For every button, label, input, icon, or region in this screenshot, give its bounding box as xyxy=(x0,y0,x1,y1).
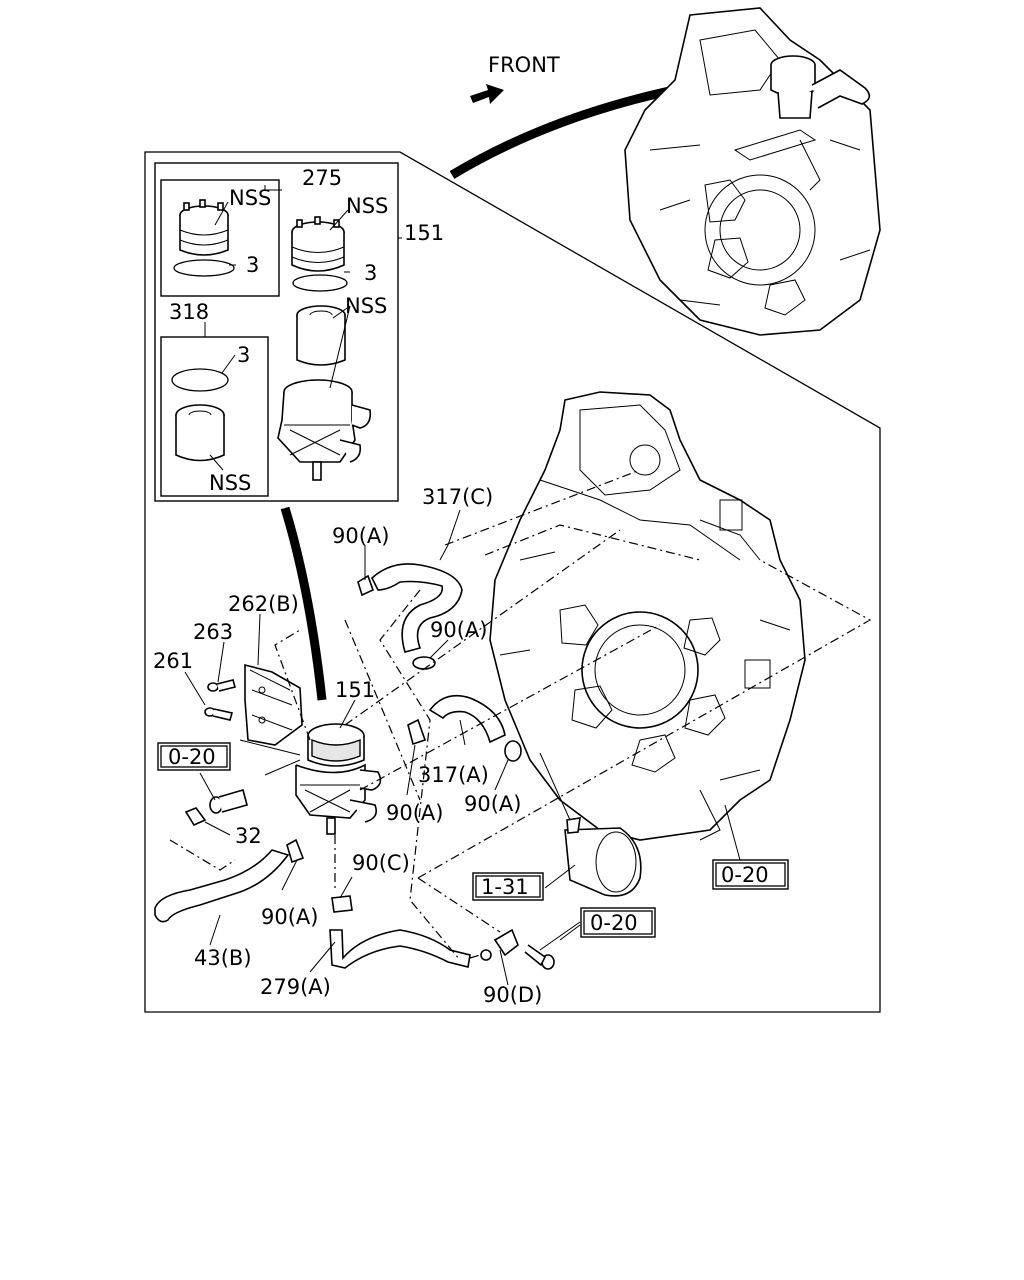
label-151-inset: 151 xyxy=(404,221,444,245)
bolt-261 xyxy=(204,707,234,721)
label-90a-5: 90(A) xyxy=(261,905,318,929)
label-261: 261 xyxy=(153,649,193,673)
label-nss-4: NSS xyxy=(209,471,251,495)
label-nss-1: NSS xyxy=(229,186,271,210)
dash-lines xyxy=(169,469,872,961)
ref-0-20-right-text: 0-20 xyxy=(721,863,769,887)
main-labels: 317(C) 90(A) 90(A) 262(B) 263 261 151 31… xyxy=(153,485,542,1007)
clamp-90a xyxy=(286,574,522,864)
label-279a: 279(A) xyxy=(260,975,331,999)
detail-frame xyxy=(144,151,881,1013)
hose-317a xyxy=(428,694,506,744)
filter-element-right xyxy=(296,305,346,366)
oring-left xyxy=(173,259,235,277)
ref-1-31: 1-31 xyxy=(472,872,544,901)
label-90a-2: 90(A) xyxy=(430,618,487,642)
label-oring-1: 3 xyxy=(246,253,259,277)
separator-body-inset xyxy=(277,379,372,481)
filter-element-318 xyxy=(175,404,225,462)
label-43b: 43(B) xyxy=(194,946,252,970)
clamp-90d xyxy=(480,928,555,970)
label-317c: 317(C) xyxy=(422,485,493,509)
oring-318 xyxy=(171,368,229,392)
engine-housing-large xyxy=(484,391,806,841)
label-90d: 90(D) xyxy=(483,983,542,1007)
label-318: 318 xyxy=(169,300,209,324)
front-label: FRONT xyxy=(488,53,560,77)
ref-1-31-text: 1-31 xyxy=(481,875,529,899)
label-nss-3: NSS xyxy=(345,294,387,318)
filter-cap-left xyxy=(179,199,229,256)
ref-0-20-left: 0-20 xyxy=(157,742,231,771)
label-90a-1: 90(A) xyxy=(332,524,389,548)
cover-1-31 xyxy=(564,817,642,897)
bolt-263 xyxy=(207,679,236,692)
leader xyxy=(204,185,402,337)
label-90a-4: 90(A) xyxy=(464,792,521,816)
filter-cap-right xyxy=(291,216,345,272)
hose-43b xyxy=(154,849,290,923)
leader xyxy=(209,201,351,471)
view-leader-inset xyxy=(280,506,327,701)
ref-0-20-left-text: 0-20 xyxy=(168,745,216,769)
engine-housing-small xyxy=(624,7,881,336)
ref-0-20-bottom: 0-20 xyxy=(580,907,656,938)
label-32: 32 xyxy=(235,824,262,848)
hose-279a xyxy=(329,929,471,969)
inset-labels: 275 NSS NSS 3 3 151 NSS 318 3 NSS xyxy=(169,166,444,495)
label-151: 151 xyxy=(335,678,375,702)
separator-151 xyxy=(295,723,382,835)
front-arrow-icon xyxy=(470,84,504,104)
label-90c: 90(C) xyxy=(352,851,410,875)
label-90a-3: 90(A) xyxy=(386,801,443,825)
ref-0-20-right: 0-20 xyxy=(712,859,789,890)
label-oring-2: 3 xyxy=(364,261,377,285)
hose-317c xyxy=(371,563,463,653)
bracket-262b xyxy=(244,663,303,746)
label-275: 275 xyxy=(302,166,342,190)
fitting-32 xyxy=(184,789,248,827)
label-263: 263 xyxy=(193,620,233,644)
label-nss-2: NSS xyxy=(346,194,388,218)
label-317a: 317(A) xyxy=(418,763,489,787)
ref-0-20-bottom-text: 0-20 xyxy=(590,911,638,935)
label-262b: 262(B) xyxy=(228,592,299,616)
clamp-90c xyxy=(331,895,353,913)
leader-lines xyxy=(184,509,741,986)
label-oring-3: 3 xyxy=(237,343,250,367)
oring-right xyxy=(292,274,348,292)
